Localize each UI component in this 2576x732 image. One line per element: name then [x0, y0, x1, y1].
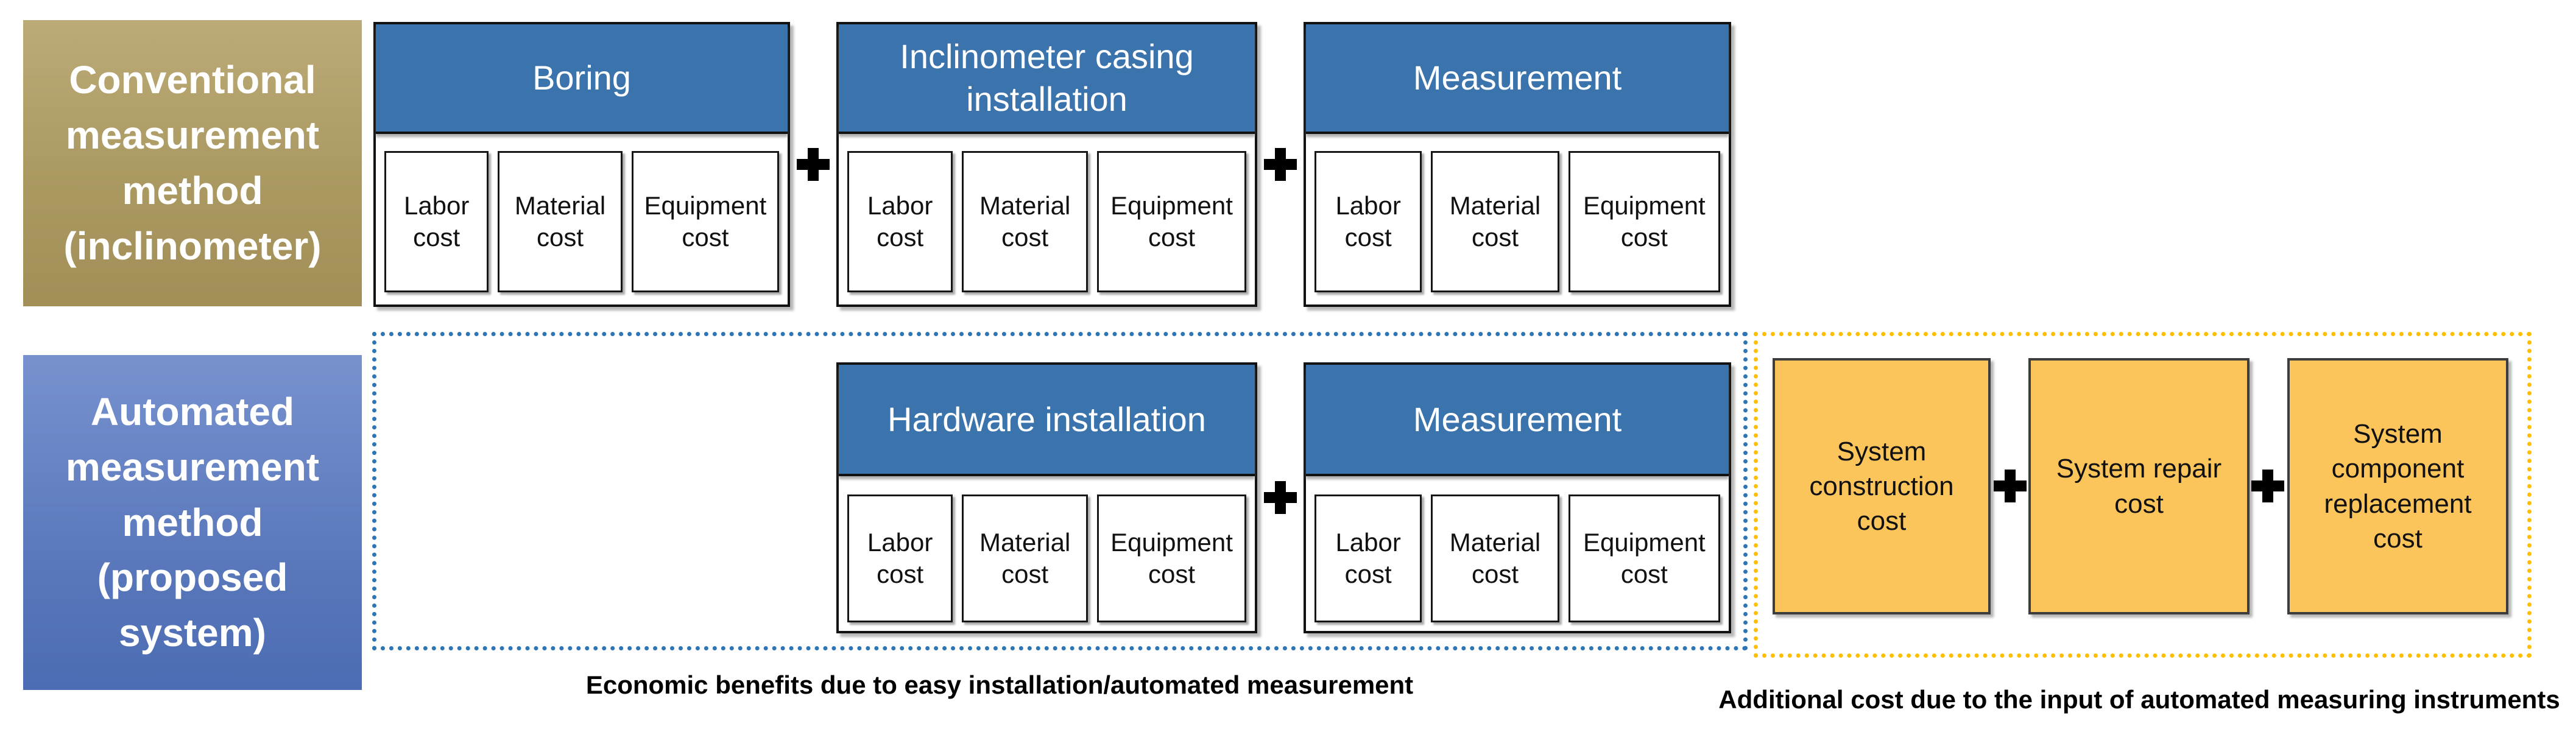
cost-box-equipment: Equipment cost: [1097, 494, 1246, 622]
group-measurement-row2-header: Measurement: [1306, 365, 1729, 476]
cost-box-labor: Labor cost: [384, 151, 489, 292]
group-hardware-installation-costs: Labor cost Material cost Equipment cost: [839, 476, 1255, 631]
group-measurement-row1: Measurement Labor cost Material cost Equ…: [1304, 22, 1731, 307]
group-boring-costs: Labor cost Material cost Equipment cost: [376, 134, 788, 304]
row1-method-label: Conventional measurement method (inclino…: [23, 20, 362, 306]
cost-box-material: Material cost: [498, 151, 623, 292]
system-repair-cost-box: System repair cost: [2028, 358, 2250, 614]
group-inclinometer-casing-costs: Labor cost Material cost Equipment cost: [839, 134, 1255, 304]
additional-cost-boundary: [1754, 332, 2532, 658]
group-boring: Boring Labor cost Material cost Equipmen…: [373, 22, 790, 307]
group-inclinometer-casing-header: Inclinometer casing installation: [839, 24, 1255, 134]
group-boring-header: Boring: [376, 24, 788, 134]
row2-method-label: Automated measurement method (proposed s…: [23, 355, 362, 690]
cost-box-material: Material cost: [962, 494, 1089, 622]
cost-box-equipment: Equipment cost: [1568, 494, 1720, 622]
group-measurement-row1-header: Measurement: [1306, 24, 1729, 134]
additional-cost-caption: Additional cost due to the input of auto…: [1718, 685, 2560, 714]
plus-icon: [797, 148, 830, 181]
system-component-replacement-cost-box: System component replacement cost: [2287, 358, 2508, 614]
system-construction-cost-box: System construction cost: [1773, 358, 1991, 614]
cost-box-labor: Labor cost: [847, 151, 953, 292]
economic-benefits-caption: Economic benefits due to easy installati…: [585, 670, 1414, 699]
cost-box-material: Material cost: [1431, 494, 1559, 622]
plus-icon: [2251, 470, 2284, 502]
plus-icon: [1264, 148, 1297, 181]
group-hardware-installation: Hardware installation Labor cost Materia…: [836, 362, 1257, 633]
group-measurement-row2-costs: Labor cost Material cost Equipment cost: [1306, 476, 1729, 631]
plus-icon: [1264, 481, 1297, 514]
cost-box-labor: Labor cost: [1314, 151, 1422, 292]
cost-box-material: Material cost: [962, 151, 1089, 292]
plus-icon: [1994, 470, 2027, 502]
cost-box-labor: Labor cost: [847, 494, 953, 622]
cost-box-material: Material cost: [1431, 151, 1559, 292]
economic-benefit-boundary: [372, 332, 1748, 650]
group-hardware-installation-header: Hardware installation: [839, 365, 1255, 476]
cost-box-equipment: Equipment cost: [631, 151, 779, 292]
cost-box-labor: Labor cost: [1314, 494, 1422, 622]
group-measurement-row1-costs: Labor cost Material cost Equipment cost: [1306, 134, 1729, 304]
group-measurement-row2: Measurement Labor cost Material cost Equ…: [1304, 362, 1731, 633]
group-inclinometer-casing: Inclinometer casing installation Labor c…: [836, 22, 1257, 307]
cost-box-equipment: Equipment cost: [1097, 151, 1246, 292]
cost-box-equipment: Equipment cost: [1568, 151, 1720, 292]
